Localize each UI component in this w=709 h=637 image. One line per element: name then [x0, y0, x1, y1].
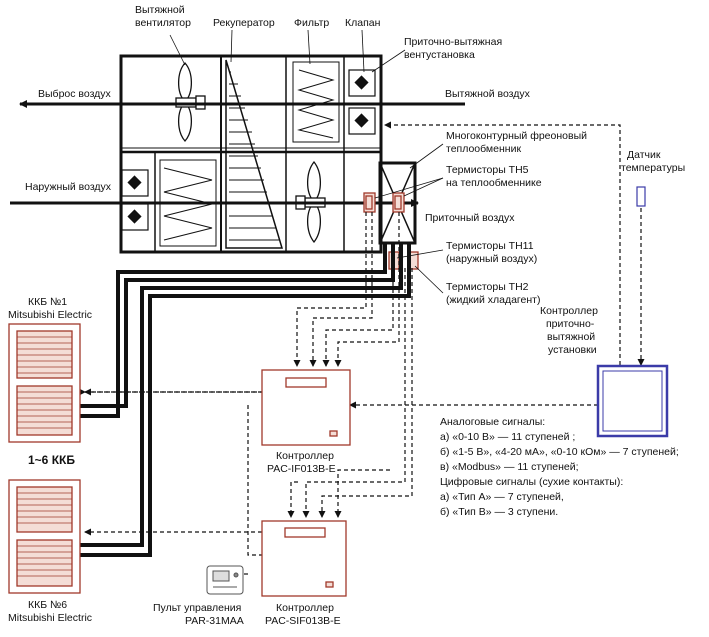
exhaust-fan-label-2: вентилятор	[135, 17, 191, 29]
signal-list: Аналоговые сигналы: а) «0-10 В» — 11 сту…	[440, 416, 679, 518]
signal-line-4: Цифровые сигналы (сухие контакты):	[440, 476, 623, 488]
signal-line-1: а) «0-10 В» — 11 ступеней ;	[440, 431, 575, 443]
airflow-arrows	[10, 100, 465, 207]
ctrl2-label-2: PAC-SIF013B-E	[265, 615, 341, 627]
signal-line-2: б) «1-5 В», «4-20 мА», «0-10 кОм» — 7 ст…	[440, 446, 679, 458]
ahu-controller-label-4: установки	[548, 344, 597, 356]
exhaust-fan-icon	[175, 62, 206, 142]
controller-pac-sif013b	[261, 520, 347, 597]
valve-bottom	[121, 169, 149, 231]
heat-exchanger-label-2: теплообменник	[446, 143, 521, 155]
exhaust-air-label: Вытяжной воздух	[445, 88, 531, 100]
th5-label-2: на теплообменнике	[446, 177, 542, 189]
temperature-sensor-icon	[636, 186, 646, 207]
kkb-1-unit	[8, 323, 81, 443]
signal-line-0: Аналоговые сигналы:	[440, 416, 545, 428]
ahu-label-1: Приточно-вытяжная	[404, 36, 502, 48]
kkb6-label-2: Mitsubishi Electric	[8, 612, 92, 624]
recuperator-label: Рекуператор	[213, 17, 275, 29]
temp-sensor-label-1: Датчик	[627, 149, 661, 161]
valve-top	[348, 69, 376, 135]
controller-pac-if013b	[261, 369, 351, 446]
ahu-controller-label-2: приточно-	[546, 318, 595, 330]
outdoor-air-label: Наружный воздух	[25, 181, 112, 193]
label-pointers	[169, 29, 444, 294]
ahu-controller-label-3: вытяжной	[547, 331, 595, 343]
signal-line-5: а) «Тип А» — 7 ступеней,	[440, 491, 564, 503]
th2-label-1: Термисторы TH2	[446, 281, 529, 293]
remote-label-1: Пульт управления	[153, 602, 241, 614]
ahu-body	[119, 54, 383, 254]
th2-label-2: (жидкий хладагент)	[446, 294, 540, 306]
recuperator-element	[225, 59, 284, 249]
labels: Вытяжной вентилятор Рекуператор Фильтр К…	[8, 4, 685, 627]
kkb1-label-2: Mitsubishi Electric	[8, 309, 92, 321]
refrigerant-pipes	[80, 243, 411, 557]
ctrl1-label-1: Контроллер	[276, 450, 334, 462]
filter-top	[292, 61, 340, 143]
remote-label-2: PAR-31MAA	[185, 615, 244, 627]
kkb-range-label: 1~6 ККБ	[28, 453, 75, 467]
supply-air-label: Приточный воздух	[425, 212, 515, 224]
remote-control-icon	[206, 565, 244, 595]
kkb1-label-1: ККБ №1	[28, 296, 67, 308]
air-discharge-label: Выброс воздух	[38, 88, 112, 100]
heat-exchanger-label-1: Многоконтурный фреоновый	[446, 130, 587, 142]
th11-label-2: (наружный воздух)	[446, 253, 537, 265]
valve-label: Клапан	[345, 17, 381, 29]
ahu-controller-label-1: Контроллер	[540, 305, 598, 317]
signal-line-6: б) «Тип В» — 3 ступени.	[440, 506, 558, 518]
signal-line-3: в) «Modbus» — 11 ступеней;	[440, 461, 579, 473]
kkb-6-unit	[8, 479, 81, 594]
signal-lines	[79, 121, 645, 575]
temp-sensor-label-2: температуры	[621, 162, 685, 174]
exhaust-fan-label-1: Вытяжной	[135, 4, 185, 16]
th11-label-1: Термисторы TH11	[446, 240, 534, 252]
kkb6-label-1: ККБ №6	[28, 599, 67, 611]
ahu-label-2: вентустановка	[404, 49, 475, 61]
ctrl2-label-1: Контроллер	[276, 602, 334, 614]
ahu-controller-box	[596, 364, 669, 438]
th5-label-1: Термисторы TH5	[446, 164, 529, 176]
filter-label: Фильтр	[294, 17, 329, 29]
ctrl1-label-2: PAC-IF013B-E	[267, 463, 336, 475]
